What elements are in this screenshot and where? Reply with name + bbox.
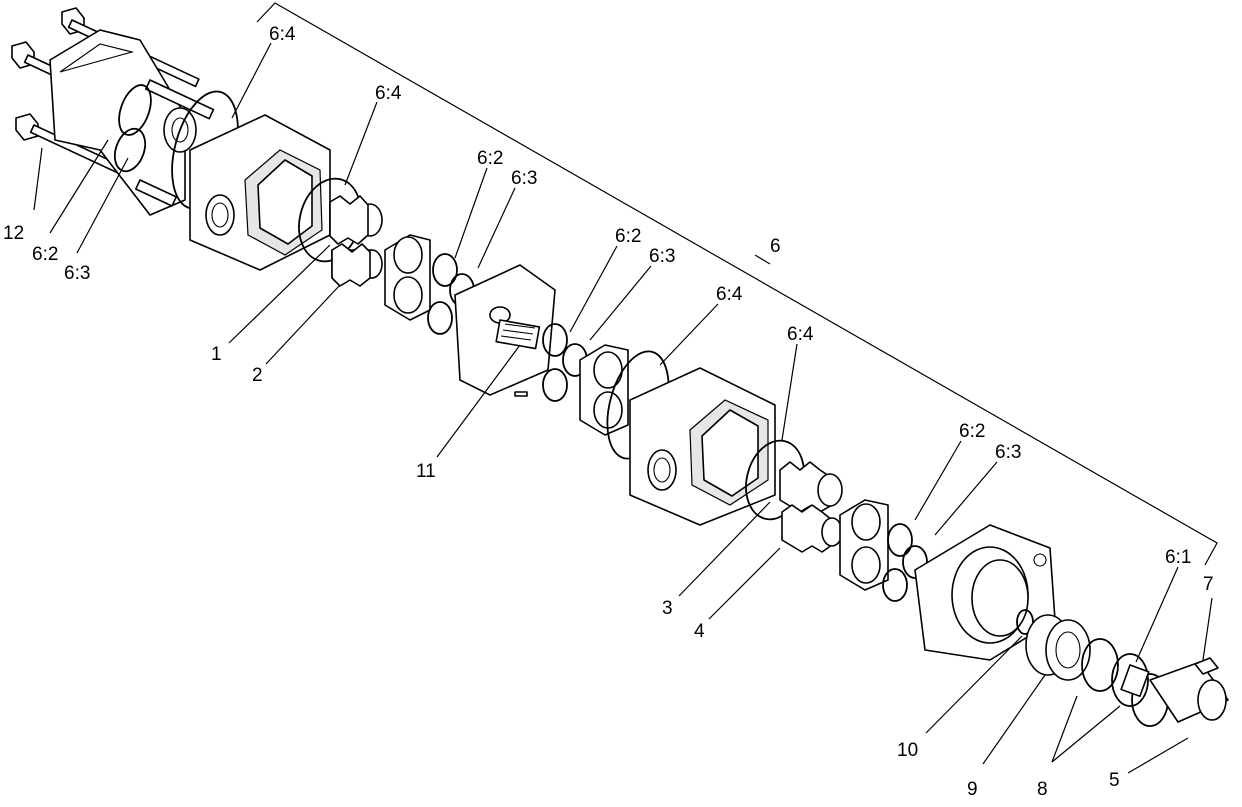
drive-shaft (1120, 657, 1229, 723)
label-8: 8 (1037, 779, 1048, 800)
label-4: 4 (694, 621, 705, 642)
label-6-2: 6:2 (959, 421, 985, 442)
label-2: 2 (252, 365, 263, 386)
label-6-1: 6:1 (1165, 547, 1191, 568)
gear-housing-front (606, 350, 776, 526)
adapter-plate (454, 264, 556, 397)
label-6-4: 6:4 (787, 324, 814, 345)
driven-gear (781, 504, 843, 553)
label-10: 10 (897, 740, 918, 761)
kit-bracket (256, 2, 1218, 566)
label-6-2: 6:2 (477, 148, 503, 169)
label-6-2: 6:2 (615, 226, 641, 247)
label-6-3: 6:3 (649, 246, 675, 267)
label-11: 11 (416, 461, 436, 482)
label-12: 12 (3, 223, 24, 244)
bearing-block (384, 234, 431, 321)
label-5: 5 (1109, 770, 1120, 791)
front-flange (914, 524, 1056, 661)
label-6: 6 (770, 236, 781, 257)
label-9: 9 (967, 779, 978, 800)
callout-labels: 6:4 6:4 6:2 6:3 6:2 6:3 6:4 6:4 6 6:2 6:… (3, 24, 1214, 800)
gear-housing-rear (171, 90, 331, 271)
label-7: 7 (1203, 574, 1214, 595)
label-6-2: 6:2 (32, 244, 58, 265)
rear-cover-assembly (11, 7, 215, 216)
leader-lines (33, 42, 1213, 774)
label-6-4: 6:4 (716, 284, 743, 305)
label-6-3: 6:3 (511, 168, 537, 189)
driven-gear (331, 243, 383, 287)
label-6-3: 6:3 (64, 263, 90, 284)
label-6-3: 6:3 (995, 442, 1021, 463)
bearing-block (579, 344, 629, 436)
label-3: 3 (662, 598, 673, 619)
label-6-4: 6:4 (375, 83, 402, 104)
ball-bearing (1025, 614, 1091, 681)
bearing-block (839, 499, 889, 591)
label-1: 1 (211, 344, 222, 365)
drive-gear (298, 177, 383, 263)
drive-gear (745, 439, 843, 521)
label-6-4: 6:4 (269, 24, 296, 45)
